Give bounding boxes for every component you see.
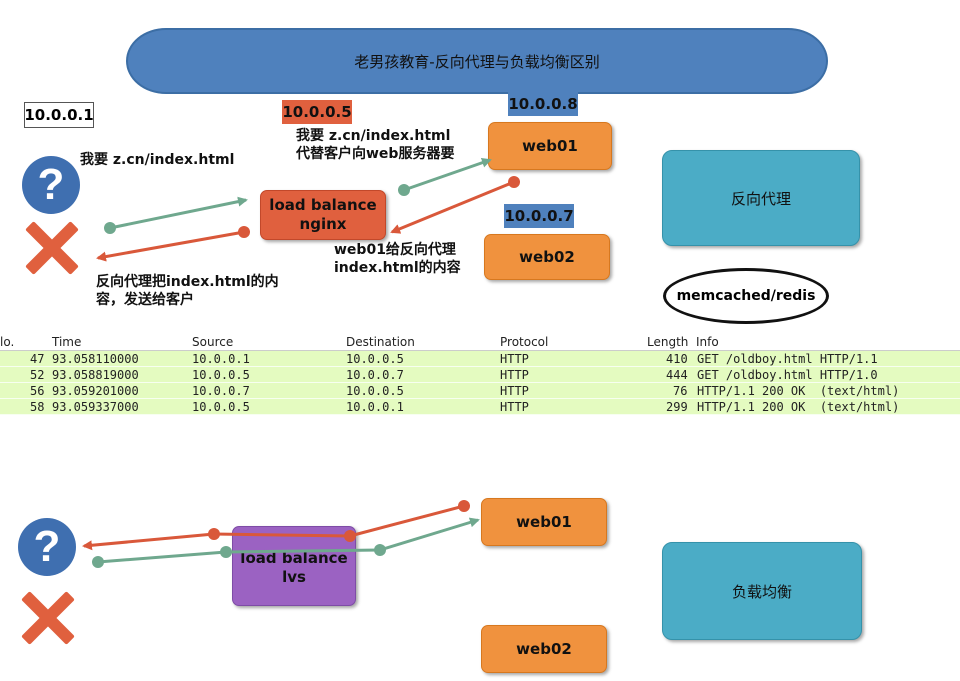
- request-arrow-client-to-nginx: [104, 196, 248, 234]
- cell-info: HTTP/1.1 200 OK (text/html): [697, 400, 900, 414]
- packet-list-header: lo. Time Source Destination Protocol Len…: [0, 334, 960, 351]
- col-length: Length: [647, 335, 689, 349]
- title-banner: 老男孩教育-反向代理与负载均衡区别: [126, 28, 828, 94]
- nginx-lb-line2: nginx: [299, 215, 347, 233]
- cell-time: 93.058110000: [52, 352, 139, 366]
- reverse-proxy-label-box: 反向代理: [662, 150, 860, 246]
- proxy-request-note-line2: 代替客户向web服务器要: [296, 146, 455, 162]
- cache-ellipse: memcached/redis: [663, 268, 829, 324]
- cell-destination: 10.0.0.1: [346, 400, 404, 414]
- proxy-request-note-line1: 我要 z.cn/index.html: [296, 128, 451, 144]
- web-response-note-line2: index.html的内容: [334, 260, 461, 276]
- col-time: Time: [52, 335, 82, 349]
- request-arrow-client-to-web01: [92, 517, 480, 568]
- cell-no: 58: [30, 400, 45, 414]
- nginx-lb-line1: load balance: [269, 196, 377, 214]
- client-ip-label: 10.0.0.1: [24, 102, 94, 128]
- table-row[interactable]: 56 93.059201000 10.0.0.7 10.0.0.5 HTTP 7…: [0, 383, 960, 399]
- lvs-lb-line2: lvs: [282, 568, 306, 586]
- load-balance-label-box: 负载均衡: [662, 542, 862, 640]
- cell-length: 410: [666, 352, 688, 366]
- table-row[interactable]: 47 93.058110000 10.0.0.1 10.0.0.5 HTTP 4…: [0, 351, 960, 367]
- web02-node-top: web02: [484, 234, 610, 280]
- cell-protocol: HTTP: [500, 400, 529, 414]
- cell-length: 299: [666, 400, 688, 414]
- col-info: Info: [696, 335, 719, 349]
- question-icon: ?: [18, 518, 76, 576]
- cell-time: 93.059201000: [52, 384, 139, 398]
- proxy-response-note-line2: 容，发送给客户: [96, 292, 194, 308]
- cell-destination: 10.0.0.5: [346, 384, 404, 398]
- col-protocol: Protocol: [500, 335, 549, 349]
- web01-node-bottom: web01: [481, 498, 607, 546]
- cell-source: 10.0.0.1: [192, 352, 250, 366]
- response-arrow-web01-to-nginx: [390, 176, 520, 234]
- col-destination: Destination: [346, 335, 415, 349]
- web01-ip-label: 10.0.0.8: [508, 92, 578, 116]
- cell-source: 10.0.0.5: [192, 368, 250, 382]
- cell-info: HTTP/1.1 200 OK (text/html): [697, 384, 900, 398]
- table-row[interactable]: 58 93.059337000 10.0.0.5 10.0.0.1 HTTP 2…: [0, 399, 960, 415]
- table-row[interactable]: 52 93.058819000 10.0.0.5 10.0.0.7 HTTP 4…: [0, 367, 960, 383]
- lvs-lb-line1: load balance: [240, 549, 348, 567]
- web02-node-bottom: web02: [481, 625, 607, 673]
- lvs-load-balancer-node: load balance lvs: [232, 526, 356, 606]
- cell-length: 76: [673, 384, 688, 398]
- cell-protocol: HTTP: [500, 352, 529, 366]
- proxy-ip-label: 10.0.0.5: [282, 100, 352, 124]
- cell-time: 93.059337000: [52, 400, 139, 414]
- page-title: 老男孩教育-反向代理与负载均衡区别: [354, 52, 600, 71]
- cell-time: 93.058819000: [52, 368, 139, 382]
- cell-no: 47: [30, 352, 45, 366]
- cell-source: 10.0.0.5: [192, 400, 250, 414]
- cell-destination: 10.0.0.5: [346, 352, 404, 366]
- question-icon: ?: [22, 156, 80, 214]
- cell-no: 56: [30, 384, 45, 398]
- cell-destination: 10.0.0.7: [346, 368, 404, 382]
- client-request-note: 我要 z.cn/index.html: [80, 152, 235, 168]
- col-source: Source: [192, 335, 234, 349]
- proxy-response-note-line1: 反向代理把index.html的内: [96, 274, 279, 290]
- nginx-load-balancer-node: load balance nginx: [260, 190, 386, 240]
- col-no: lo.: [0, 335, 15, 349]
- web02-ip-label: 10.0.0.7: [504, 204, 574, 228]
- request-arrow-nginx-to-web01: [398, 157, 492, 196]
- response-arrow-nginx-to-client: [96, 226, 250, 262]
- web01-node-top: web01: [488, 122, 612, 170]
- cell-info: GET /oldboy.html HTTP/1.0: [697, 368, 878, 382]
- cell-no: 52: [30, 368, 45, 382]
- cell-length: 444: [666, 368, 688, 382]
- web-response-note-line1: web01给反向代理: [334, 242, 456, 258]
- cell-protocol: HTTP: [500, 368, 529, 382]
- cell-protocol: HTTP: [500, 384, 529, 398]
- cell-info: GET /oldboy.html HTTP/1.1: [697, 352, 878, 366]
- cell-source: 10.0.0.7: [192, 384, 250, 398]
- response-arrow-web01-to-client: [82, 500, 470, 551]
- packet-list: lo. Time Source Destination Protocol Len…: [0, 334, 960, 416]
